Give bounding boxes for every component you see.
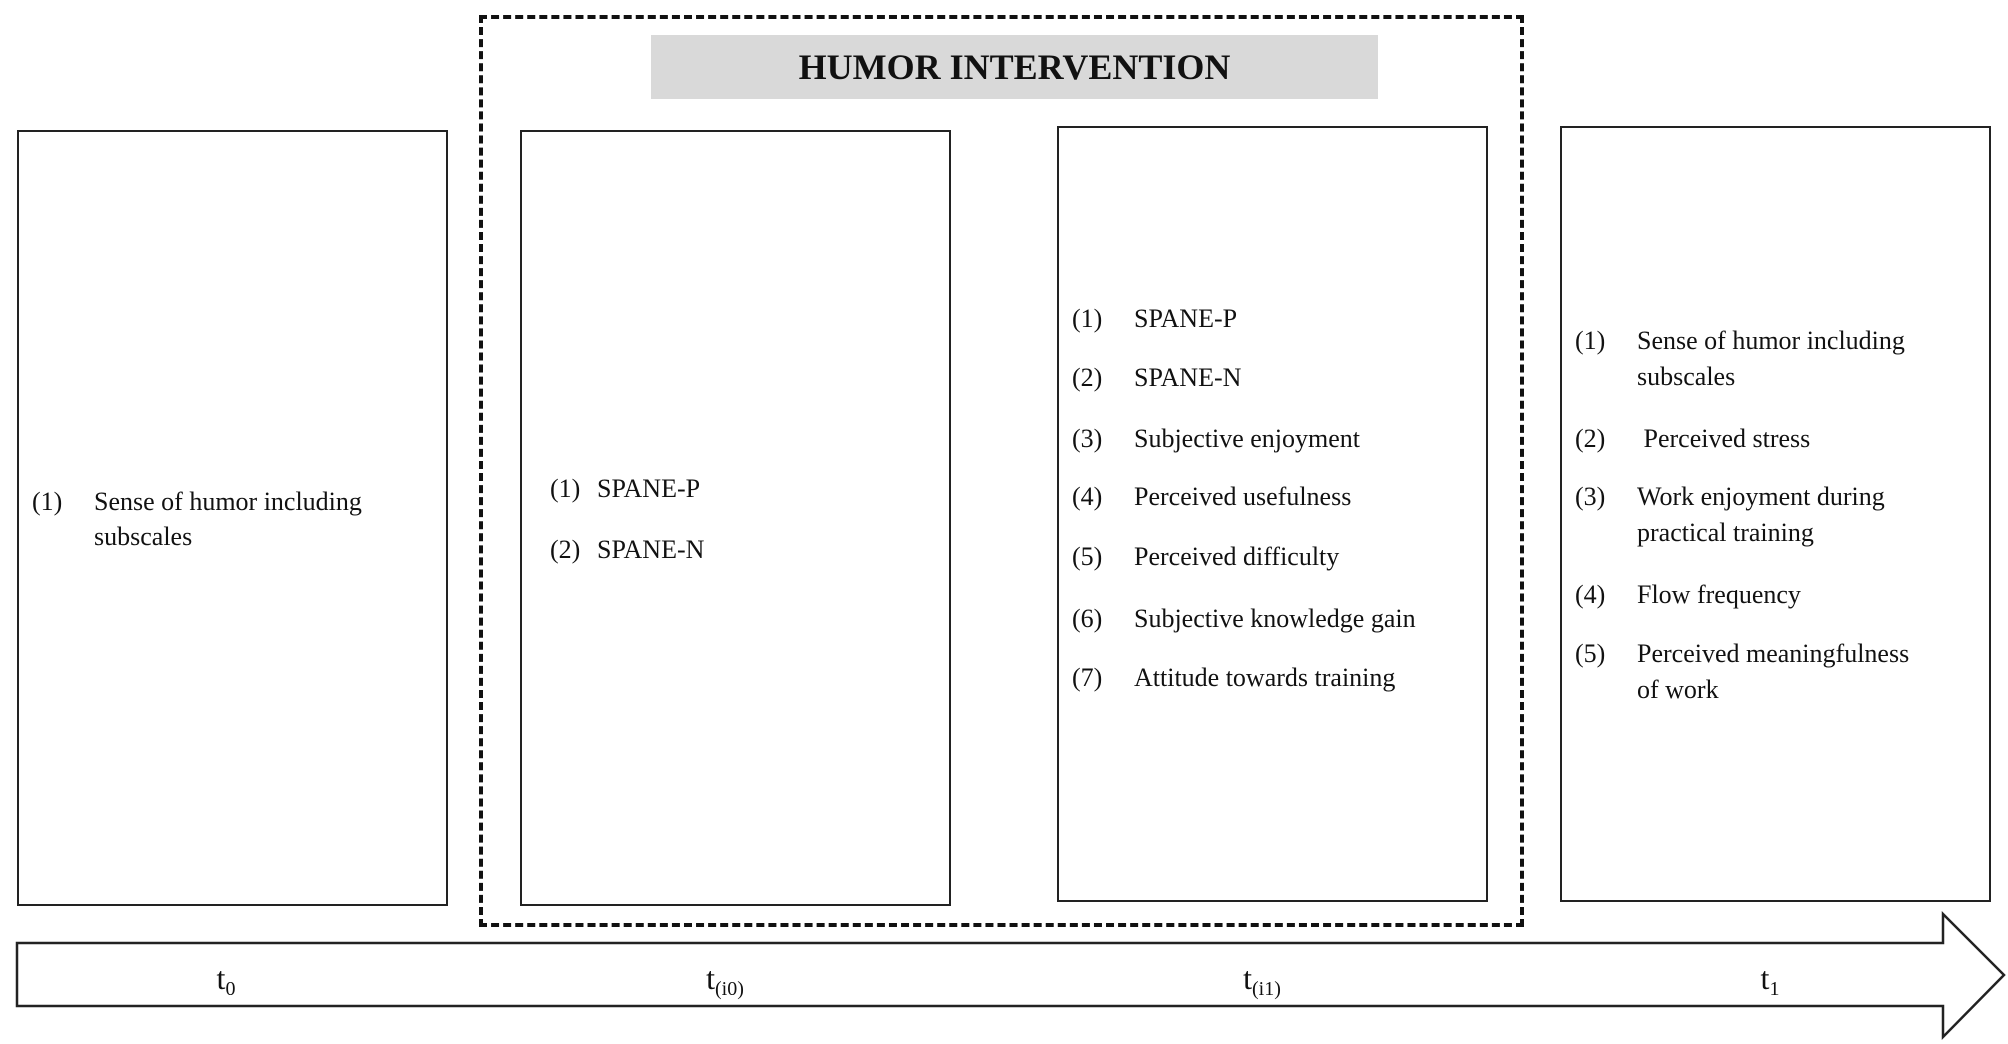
item-number: (2) [1072, 363, 1103, 392]
timepoint-sub: 1 [1769, 978, 1780, 1000]
timepoint-base: t [1760, 960, 1770, 996]
timepoint-ti1: t(i1) [1243, 958, 1281, 1009]
timepoint-sub: (i1) [1252, 978, 1281, 1000]
item-text: Perceived stress [1637, 424, 1811, 453]
item-number: (5) [1575, 639, 1606, 668]
item-text: SPANE-P [1134, 304, 1238, 333]
item-number: (1) [550, 474, 581, 503]
item-number: (3) [1072, 424, 1103, 453]
timepoint-sub: 0 [225, 978, 236, 1000]
item-number: (2) [1575, 424, 1606, 453]
item-number: (4) [1575, 580, 1606, 609]
item-text: Work enjoyment during [1637, 482, 1885, 511]
item-text: Attitude towards training [1134, 663, 1396, 692]
timepoint-base: t [1243, 960, 1252, 996]
item-text: Subjective knowledge gain [1134, 604, 1416, 633]
intervention-frame [479, 15, 1524, 927]
item-text: Perceived meaningfulness [1637, 639, 1910, 668]
box-t0 [17, 130, 448, 906]
item-text: Perceived usefulness [1134, 482, 1352, 511]
timepoint-t0: t0 [217, 958, 236, 1009]
item-number: (3) [1575, 482, 1606, 511]
timepoint-t1: t1 [1761, 958, 1780, 1009]
item-text: Subjective enjoyment [1134, 424, 1361, 453]
timepoint-base: t [216, 960, 226, 996]
item-number: (1) [1072, 304, 1103, 333]
item-text: Sense of humor including [94, 487, 362, 516]
item-number: (6) [1072, 604, 1103, 633]
box-t1 [1560, 126, 1991, 902]
item-text: SPANE-N [1134, 363, 1242, 392]
item-number: (2) [550, 535, 581, 564]
item-text: Sense of humor including [1637, 326, 1905, 355]
intervention-title: HUMOR INTERVENTION [651, 35, 1378, 99]
box-ti1 [1057, 126, 1488, 902]
item-number: (5) [1072, 542, 1103, 571]
item-text: Flow frequency [1637, 580, 1801, 609]
item-text: subscales [1637, 362, 1736, 391]
item-text: practical training [1637, 518, 1814, 547]
item-text: of work [1637, 675, 1719, 704]
box-ti0 [520, 130, 951, 906]
item-number: (7) [1072, 663, 1103, 692]
item-text: SPANE-N [597, 535, 705, 564]
item-number: (1) [1575, 326, 1606, 355]
item-number: (1) [32, 487, 63, 516]
item-text: SPANE-P [597, 474, 701, 503]
item-text: subscales [94, 522, 193, 551]
timepoint-base: t [706, 960, 715, 996]
intervention-title-text: HUMOR INTERVENTION [798, 47, 1231, 87]
item-number: (4) [1072, 482, 1103, 511]
timepoint-sub: (i0) [715, 978, 744, 1000]
timepoint-ti0: t(i0) [706, 958, 744, 1009]
item-text: Perceived difficulty [1134, 542, 1340, 571]
